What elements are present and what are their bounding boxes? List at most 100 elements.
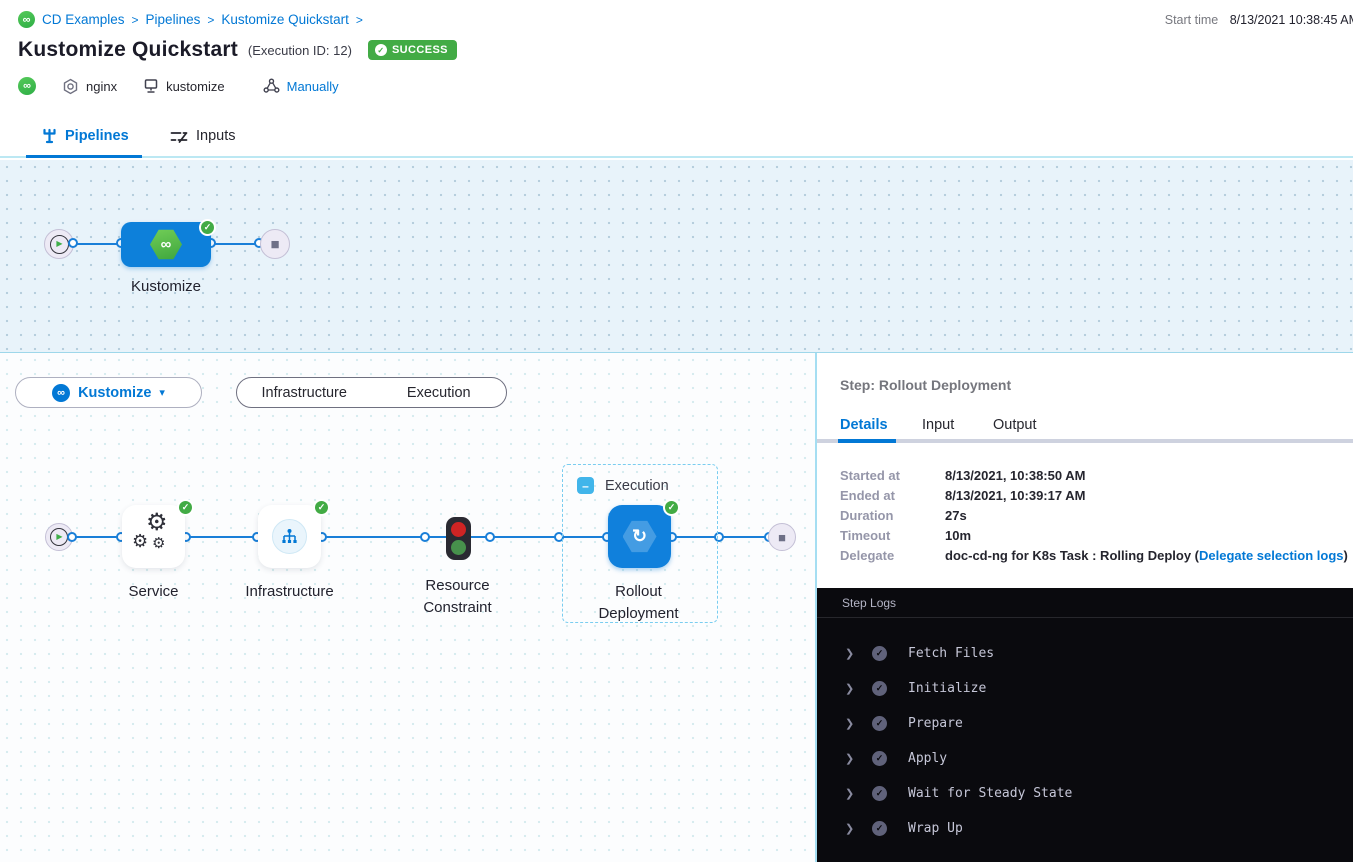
environment-tag: kustomize [143, 78, 225, 94]
stage-label: Kustomize [130, 278, 202, 295]
play-ring: ▶ [49, 234, 69, 254]
tab-output[interactable]: Output [993, 417, 1037, 433]
log-step-name: Apply [908, 751, 948, 766]
detail-value: 8/13/2021, 10:39:17 AM [945, 487, 1086, 503]
start-time-label: Start time [1164, 13, 1219, 27]
pipelines-icon [43, 128, 56, 144]
tab-pipelines[interactable]: Pipelines [42, 114, 129, 158]
trigger-tag-label[interactable]: Manually [286, 78, 339, 94]
infrastructure-icon [272, 519, 307, 554]
service-nut-icon [63, 78, 78, 94]
success-check-icon: ✓ [313, 499, 330, 516]
start-time-value: 8/13/2021 10:38:45 AM [1229, 13, 1353, 27]
log-row-prepare[interactable]: ❯ ✓ Prepare [817, 706, 1353, 741]
toggle-execution[interactable]: Execution [406, 384, 471, 401]
step-logs-list: ❯ ✓ Fetch Files ❯ ✓ Initialize ❯ ✓ Prepa… [817, 618, 1353, 846]
log-check-icon: ✓ [872, 786, 887, 801]
infra-execution-toggle[interactable]: Infrastructure Execution [236, 377, 507, 408]
harness-cd-icon: ∞ [18, 11, 35, 28]
success-check-icon: ✓ [663, 499, 680, 516]
gear-icon: ⚙ [132, 531, 149, 551]
connector-dot [554, 532, 564, 542]
stage-node-kustomize[interactable]: ∞ [121, 222, 211, 267]
rollout-refresh-icon: ↻ [622, 520, 657, 553]
log-row-wait-for-steady-state[interactable]: ❯ ✓ Wait for Steady State [817, 776, 1353, 811]
step-panel-title: Step: Rollout Deployment [840, 377, 1012, 393]
chevron-right-icon[interactable]: ❯ [845, 753, 855, 765]
chevron-right-icon[interactable]: ❯ [845, 683, 855, 695]
page-title: Kustomize Quickstart [18, 38, 238, 61]
log-step-name: Prepare [908, 716, 963, 731]
log-check-icon: ✓ [872, 751, 887, 766]
detail-label: Timeout [840, 527, 891, 543]
detail-label: Duration [840, 507, 894, 523]
log-row-initialize[interactable]: ❯ ✓ Initialize [817, 671, 1353, 706]
step-node-rollout-deployment[interactable]: ↻ [608, 505, 671, 568]
tab-details[interactable]: Details [840, 417, 888, 433]
step-details-panel: Step: Rollout Deployment Details Input O… [815, 353, 1353, 862]
play-icon: ▶ [56, 239, 63, 248]
status-text: SUCCESS [391, 44, 448, 56]
inputs-icon [170, 131, 188, 143]
chevron-separator-icon: > [131, 12, 139, 27]
step-label-infrastructure: Infrastructure [245, 583, 334, 600]
step-node-resource-constraint[interactable] [446, 517, 471, 560]
breadcrumb-link-kustomize-quickstart[interactable]: Kustomize Quickstart [221, 12, 349, 27]
service-tag: nginx [62, 78, 117, 95]
log-row-fetch-files[interactable]: ❯ ✓ Fetch Files [817, 636, 1353, 671]
log-step-name: Fetch Files [908, 646, 995, 661]
step-node-infrastructure[interactable] [258, 505, 321, 568]
log-row-apply[interactable]: ❯ ✓ Apply [817, 741, 1353, 776]
stage-selector-dropdown[interactable]: ∞ Kustomize ▾ [15, 377, 202, 408]
step-logs-header: Step Logs [817, 588, 1353, 618]
detail-row: Delegate doc-cd-ng for K8s Task : Rollin… [840, 545, 1348, 565]
traffic-light-green [451, 540, 466, 555]
tab-input[interactable]: Input [922, 417, 955, 433]
breadcrumb-link-cd-examples[interactable]: CD Examples [42, 12, 125, 27]
connector-dot [420, 532, 430, 542]
stop-icon: ■ [778, 529, 786, 545]
chevron-right-icon[interactable]: ❯ [845, 788, 855, 800]
title-row: Kustomize Quickstart (Execution ID: 12) … [18, 38, 457, 62]
chevron-separator-icon: > [207, 12, 215, 27]
step-node-service[interactable]: ⚙ ⚙ ⚙ [122, 505, 185, 568]
trigger-icon [263, 78, 280, 93]
play-ring: ▶ [50, 528, 68, 546]
detail-label: Ended at [840, 487, 895, 503]
stage-icon: ∞ [52, 383, 71, 402]
harness-cd-hexagon-icon: ∞ [150, 229, 182, 260]
stop-icon: ■ [270, 235, 280, 253]
pipeline-graph[interactable]: ▶ ∞ ✓ ■ Kustomize [0, 160, 1353, 353]
tab-inputs[interactable]: Inputs [170, 114, 236, 158]
detail-row: Ended at 8/13/2021, 10:39:17 AM [840, 485, 1348, 505]
connector-dot [67, 532, 77, 542]
status-badge: ✓ SUCCESS [367, 40, 457, 60]
log-step-name: Wait for Steady State [908, 786, 1073, 801]
detail-value: 8/13/2021, 10:38:50 AM [945, 467, 1086, 483]
stage-selector-label: Kustomize [78, 384, 152, 401]
chevron-right-icon[interactable]: ❯ [845, 648, 855, 660]
success-check-icon: ✓ [177, 499, 194, 516]
log-row-wrap-up[interactable]: ❯ ✓ Wrap Up [817, 811, 1353, 846]
collapse-minus-icon[interactable]: – [577, 477, 594, 494]
breadcrumb-link-pipelines[interactable]: Pipelines [145, 12, 201, 27]
log-check-icon: ✓ [872, 821, 887, 836]
tags-row: ∞ nginx kustomize Manually [18, 77, 339, 95]
detail-label: Started at [840, 467, 900, 483]
stage-execution-canvas[interactable]: ∞ Kustomize ▾ Infrastructure Execution ▶… [0, 353, 815, 862]
gear-icon: ⚙ [146, 509, 168, 536]
log-check-icon: ✓ [872, 646, 887, 661]
flow-end-node[interactable]: ■ [768, 523, 796, 551]
chevron-right-icon[interactable]: ❯ [845, 718, 855, 730]
success-check-icon: ✓ [199, 219, 216, 236]
execution-group-header: – Execution [577, 477, 669, 494]
chevron-right-icon[interactable]: ❯ [845, 823, 855, 835]
toggle-infrastructure[interactable]: Infrastructure [261, 384, 347, 401]
pipeline-end-node[interactable]: ■ [260, 229, 290, 259]
delegate-selection-logs-link[interactable]: Delegate selection logs [1199, 547, 1344, 563]
log-step-name: Initialize [908, 681, 987, 696]
environment-tag-label: kustomize [166, 78, 225, 94]
step-label-resource-constraint: Resource Constraint [423, 577, 492, 616]
step-label-service: Service [128, 583, 179, 600]
chevron-down-icon: ▾ [159, 387, 165, 399]
